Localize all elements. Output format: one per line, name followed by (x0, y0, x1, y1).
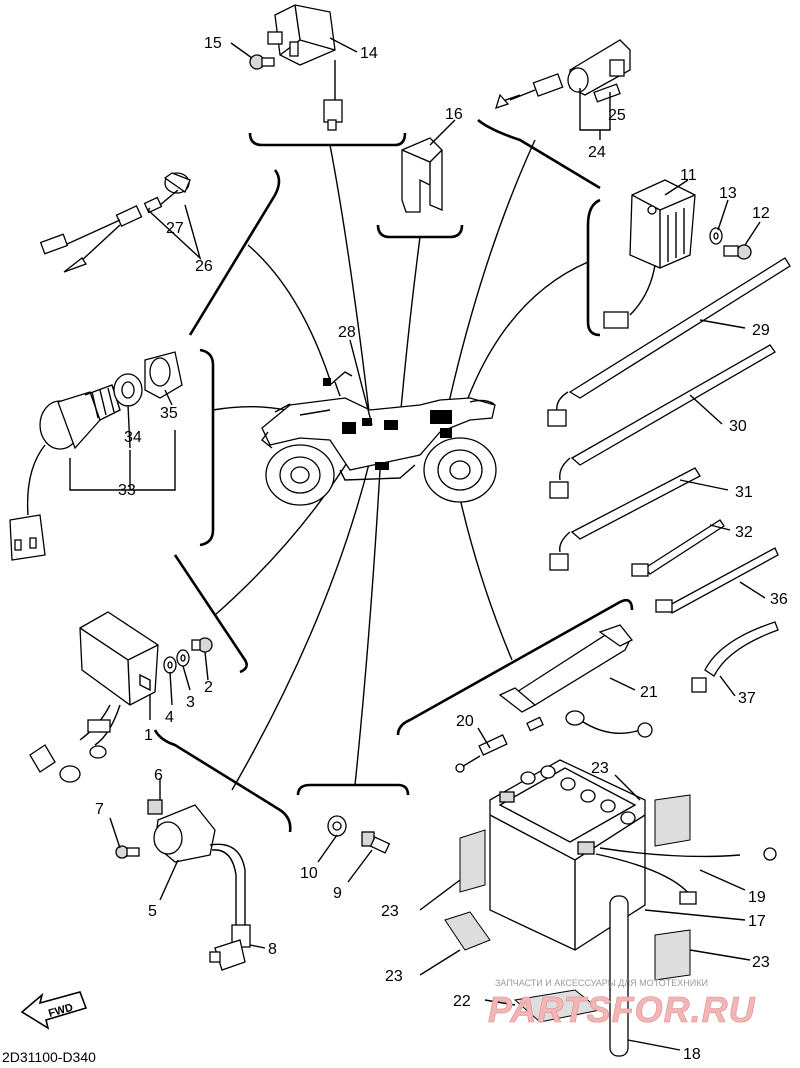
callout-23-bottom-left: 23 (385, 968, 403, 985)
part-5-ignition-coil (153, 804, 251, 971)
atv-illustration (261, 371, 497, 506)
callout-15: 15 (204, 35, 222, 52)
watermark-brand: PARTSFOR.RU (488, 989, 756, 1030)
callout-37: 37 (738, 690, 756, 707)
fwd-arrow-icon: FWD (20, 991, 88, 1030)
part-31-cable-tie (549, 467, 701, 571)
callout-leaders (69, 37, 766, 1051)
part-14-relay (267, 4, 343, 131)
callout-21: 21 (640, 684, 658, 701)
part-20-fuse-holder (455, 710, 653, 773)
callout-29: 29 (752, 322, 770, 339)
part-23-pads (444, 794, 691, 981)
part-9-sensor (361, 831, 391, 854)
callout-30: 30 (729, 418, 747, 435)
callout-1: 1 (144, 727, 153, 744)
callout-31: 31 (735, 484, 753, 501)
watermark-tagline: ЗАПЧАСТИ И АКСЕССУАРЫ ДЛЯ МОТОТЕХНИКИ (495, 978, 708, 988)
part-8-plug-cap (209, 951, 221, 963)
callout-18: 18 (683, 1046, 701, 1063)
callout-11: 11 (680, 167, 697, 184)
group-brackets (153, 118, 634, 833)
part-15-bolt (249, 54, 275, 70)
part-2-bolt (191, 637, 213, 653)
callout-36: 36 (770, 591, 788, 608)
callout-13: 13 (719, 185, 737, 202)
callout-9: 9 (333, 885, 342, 902)
callout-6: 6 (154, 767, 163, 784)
callout-5: 5 (148, 903, 157, 920)
callout-2: 2 (204, 679, 213, 696)
part-32-cable-tie (631, 519, 725, 577)
callout-numbers: 1 2 3 4 5 6 7 8 9 10 11 12 13 14 15 16 1… (95, 35, 788, 1063)
part-30-cable-tie (549, 344, 776, 499)
callout-28: 28 (338, 324, 356, 341)
part-25-fuse (593, 83, 621, 103)
callout-26: 26 (195, 258, 213, 275)
part-3-washer (176, 649, 190, 667)
callout-10: 10 (300, 865, 318, 882)
callout-25: 25 (608, 107, 626, 124)
callout-34: 34 (124, 429, 142, 446)
callout-20: 20 (456, 713, 474, 730)
part-16-cover (401, 137, 443, 213)
part-37-clamp (691, 621, 779, 693)
callout-16: 16 (445, 106, 463, 123)
part-22-pad (513, 989, 602, 1023)
part-10-washer (327, 815, 347, 837)
part-12-bolt (723, 244, 752, 260)
callout-23-right: 23 (752, 954, 770, 971)
callout-35: 35 (160, 405, 178, 422)
watermark: ЗАПЧАСТИ И АКСЕССУАРЫ ДЛЯ МОТОТЕХНИКИ PA… (488, 978, 756, 1030)
part-6-bolt (147, 799, 163, 815)
callout-7: 7 (95, 801, 104, 818)
part-21-battery-band (498, 624, 634, 713)
part-17-battery (489, 759, 777, 951)
part-13-washer (709, 227, 723, 245)
callout-23-top: 23 (591, 760, 609, 777)
callout-12: 12 (752, 205, 770, 222)
callout-14: 14 (360, 45, 378, 62)
part-7-bolt (115, 845, 140, 859)
part-36-cable-tie (655, 547, 779, 614)
callout-33: 33 (118, 482, 136, 499)
callout-23-left: 23 (381, 903, 399, 920)
part-33-main-switch (9, 384, 121, 561)
part-29-cable-tie (547, 257, 791, 427)
diagram-code: 2D31100-D340 (2, 1049, 96, 1065)
callout-4: 4 (165, 709, 174, 726)
part-1-cdi-unit (29, 611, 159, 783)
callout-24: 24 (588, 144, 606, 161)
part-27-cap (143, 196, 163, 214)
part-18-breather-hose (609, 895, 629, 1057)
callout-3: 3 (186, 694, 195, 711)
part-11-rectifier (603, 179, 696, 329)
callout-22: 22 (453, 993, 471, 1010)
part-34-nut (113, 373, 143, 407)
callout-17: 17 (748, 913, 766, 930)
callout-27: 27 (166, 220, 184, 237)
part-4-washer (163, 656, 177, 674)
part-24-starter-relay (495, 39, 631, 110)
callout-32: 32 (735, 524, 753, 541)
callout-8: 8 (268, 941, 277, 958)
part-26-lead-wire (39, 172, 191, 273)
part-35-bezel (144, 351, 183, 399)
callout-19: 19 (748, 889, 766, 906)
